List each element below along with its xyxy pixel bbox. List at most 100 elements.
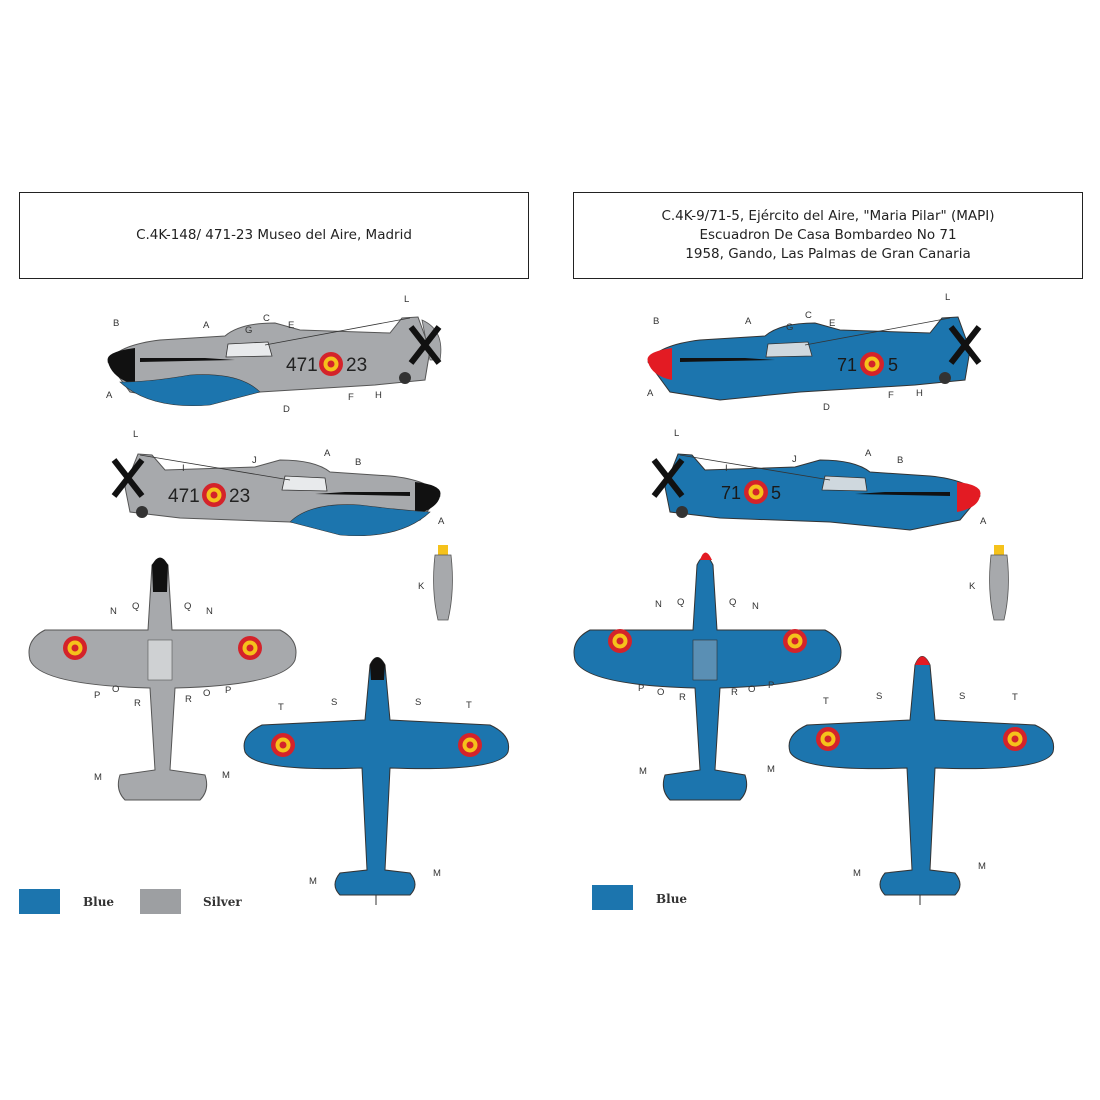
right-profile-side-2: 71 5 [654, 453, 981, 531]
callouts: B A G C E L A D F H L I J A B A K N Q Q … [94, 292, 1018, 887]
callout-q-3: Q [677, 597, 684, 608]
callout-j: J [252, 455, 257, 466]
callout-m-2: M [222, 770, 230, 781]
callout-m-3: M [309, 876, 317, 887]
callout-p-3: P [638, 683, 644, 694]
right-title-panel: C.4K-9/71-5, Ejército del Aire, "Maria P… [573, 192, 1083, 279]
right-code-prefix-1: 71 [837, 355, 857, 375]
callout-i-2: I [725, 463, 728, 474]
callout-t-3: T [823, 696, 829, 707]
callout-a-2: A [106, 390, 113, 401]
callout-t-4: T [1012, 692, 1018, 703]
callout-c-2: C [805, 310, 812, 321]
left-profile-side-2: 471 23 [114, 453, 441, 536]
callout-r-3: R [679, 692, 686, 703]
callout-b-3: B [653, 316, 659, 327]
callout-n: N [110, 606, 117, 617]
callout-t: T [278, 702, 284, 713]
left-plan-top [28, 557, 297, 801]
callout-s: S [331, 697, 337, 708]
left-code-suffix-2: 23 [229, 486, 250, 507]
left-title: C.4K-148/ 471-23 Museo del Aire, Madrid [136, 227, 412, 243]
left-code-prefix-1: 471 [286, 355, 318, 376]
callout-m-4: M [433, 868, 441, 879]
left-legend-silver-label: Silver [203, 895, 242, 909]
callout-n-2: N [206, 606, 213, 617]
callout-o-4: O [748, 684, 755, 695]
callout-l-2: L [133, 429, 138, 440]
callout-o-3: O [657, 687, 664, 698]
callout-f-2: F [888, 390, 894, 401]
callout-c: C [263, 313, 270, 324]
right-code-prefix-2: 71 [721, 483, 741, 503]
callout-k: K [418, 581, 425, 592]
callout-e-2: E [829, 318, 835, 329]
callout-r-4: R [731, 687, 738, 698]
callout-d: D [283, 404, 290, 415]
callout-p-4: P [768, 680, 774, 691]
callout-o: O [112, 684, 119, 695]
right-legend-blue-swatch [592, 885, 633, 910]
right-title-line-1: C.4K-9/71-5, Ejército del Aire, "Maria P… [661, 208, 995, 224]
callout-t-2: T [466, 700, 472, 711]
right-propeller [989, 545, 1009, 621]
callout-b-2: B [355, 457, 361, 468]
right-legend-blue-label: Blue [656, 892, 688, 906]
callout-j-2: J [792, 454, 797, 465]
callout-r-2: R [185, 694, 192, 705]
callout-r: R [134, 698, 141, 709]
callout-a: A [203, 320, 210, 331]
right-title-line-2: Escuadron De Casa Bombardeo No 71 [699, 227, 957, 243]
right-code-suffix-1: 5 [888, 355, 898, 375]
callout-q: Q [132, 601, 139, 612]
callout-d-2: D [823, 402, 830, 413]
callout-a-5: A [745, 316, 752, 327]
callout-l-4: L [674, 428, 679, 439]
callout-n-4: N [752, 601, 759, 612]
callout-q-2: Q [184, 601, 191, 612]
callout-m-8: M [978, 861, 986, 872]
callout-e: E [288, 320, 294, 331]
callout-i: I [182, 463, 185, 474]
callout-m-5: M [639, 766, 647, 777]
callout-n-3: N [655, 599, 662, 610]
right-title-line-3: 1958, Gando, Las Palmas de Gran Canaria [685, 246, 971, 262]
callout-m-7: M [853, 868, 861, 879]
left-plan-bottom [243, 657, 510, 905]
left-legend-blue-label: Blue [83, 895, 115, 909]
callout-s-3: S [876, 691, 882, 702]
left-code-suffix-1: 23 [346, 355, 367, 376]
callout-l: L [404, 294, 409, 305]
left-profile-side-1: 471 23 [107, 316, 441, 406]
callout-a-6: A [647, 388, 654, 399]
callout-l-3: L [945, 292, 950, 303]
callout-s-4: S [959, 691, 965, 702]
callout-a-3: A [324, 448, 331, 459]
left-title-panel: C.4K-148/ 471-23 Museo del Aire, Madrid [19, 192, 529, 279]
left-legend-silver-swatch [140, 889, 181, 914]
callout-o-2: O [203, 688, 210, 699]
callout-g-2: G [786, 322, 793, 333]
right-plan-bottom [788, 656, 1055, 905]
callout-k-2: K [969, 581, 976, 592]
callout-q-4: Q [729, 597, 736, 608]
callout-b: B [113, 318, 119, 329]
callout-a-4: A [438, 516, 445, 527]
callout-a-7: A [865, 448, 872, 459]
callout-b-4: B [897, 455, 903, 466]
left-legend-blue-swatch [19, 889, 60, 914]
callout-h-2: H [916, 388, 923, 399]
left-propeller [433, 545, 453, 621]
callout-f: F [348, 392, 354, 403]
right-profile-side-1: 71 5 [647, 316, 980, 401]
callout-h: H [375, 390, 382, 401]
left-code-prefix-2: 471 [168, 486, 200, 507]
callout-m-6: M [767, 764, 775, 775]
right-plan-top [573, 552, 842, 801]
callout-m: M [94, 772, 102, 783]
right-code-suffix-2: 5 [771, 483, 781, 503]
callout-s-2: S [415, 697, 421, 708]
callout-g: G [245, 325, 252, 336]
callout-p-2: P [225, 685, 231, 696]
